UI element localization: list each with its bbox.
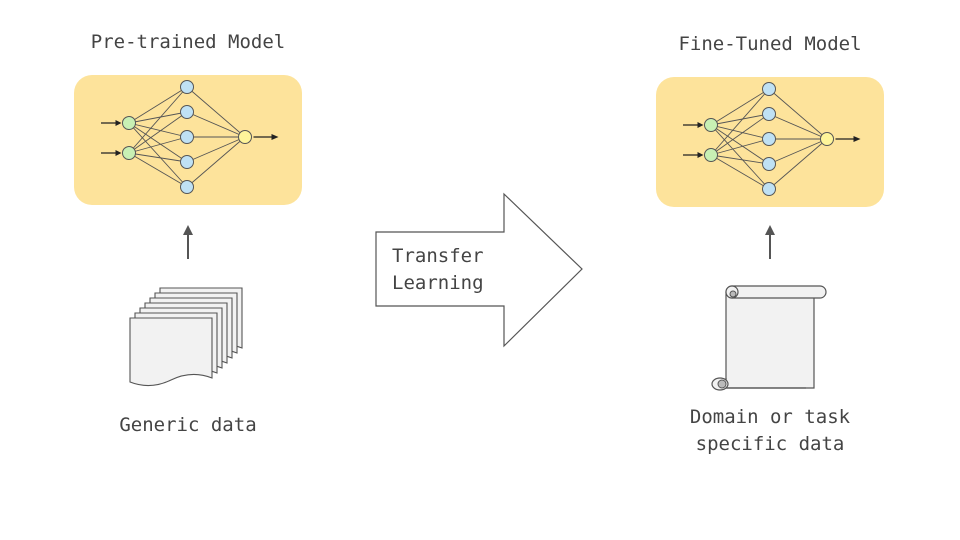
hidden-node	[762, 82, 776, 96]
document-sheet	[129, 317, 213, 387]
network-graph	[683, 82, 861, 196]
hidden-node	[180, 180, 194, 194]
input-node	[704, 118, 718, 132]
finetuned-model-title: Fine-Tuned Model	[678, 33, 862, 55]
input-node	[704, 148, 718, 162]
finetuned-neural-network-icon	[683, 82, 861, 196]
left-up-arrow-icon	[183, 225, 193, 259]
pretrained-neural-network-icon	[101, 80, 279, 194]
hidden-node	[762, 132, 776, 146]
transfer-line1: Transfer	[392, 245, 484, 267]
scroll-icon	[711, 285, 827, 391]
finetuned-model-box	[656, 77, 884, 207]
pretrained-model-box	[74, 75, 302, 205]
hidden-node	[180, 155, 194, 169]
specific-data-caption-line2: specific data	[695, 433, 845, 455]
specific-data-caption: Domain or task specific data	[640, 404, 900, 458]
right-up-arrow-icon	[765, 225, 775, 259]
output-node	[238, 130, 252, 144]
hidden-node	[180, 130, 194, 144]
hidden-node	[762, 157, 776, 171]
transfer-line2: Learning	[392, 272, 484, 294]
transfer-learning-label: Transfer Learning	[392, 243, 484, 297]
network-graph	[101, 80, 279, 194]
hidden-node	[762, 107, 776, 121]
generic-data-caption: Generic data	[119, 414, 257, 436]
input-node	[122, 116, 136, 130]
hidden-node	[180, 105, 194, 119]
specific-data-caption-line1: Domain or task	[689, 406, 851, 428]
stacked-documents-icon	[129, 287, 243, 387]
input-node	[122, 146, 136, 160]
transfer-block-arrow-icon	[375, 192, 583, 348]
hidden-node	[180, 80, 194, 94]
output-node	[820, 132, 834, 146]
hidden-node	[762, 182, 776, 196]
pretrained-model-title: Pre-trained Model	[90, 31, 286, 53]
